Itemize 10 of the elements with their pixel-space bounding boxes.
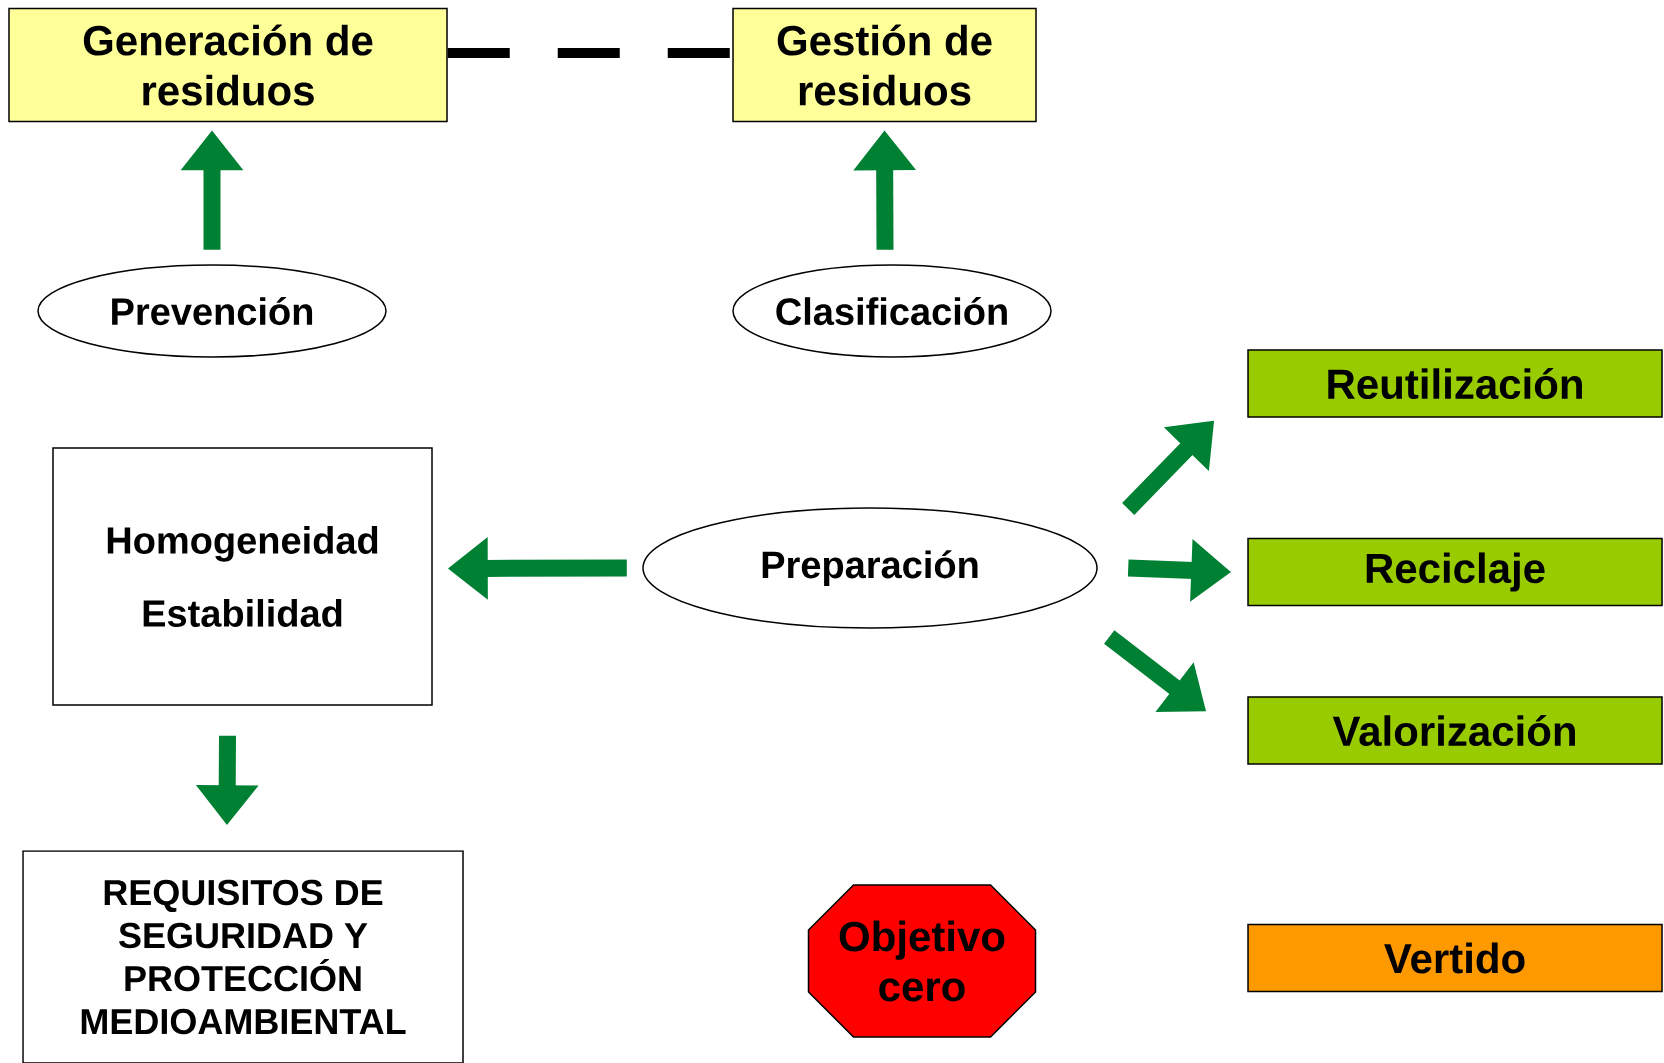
outcome-box: Vertido: [1247, 923, 1663, 993]
outcome-box: Reutilización: [1247, 349, 1663, 418]
requirements-box: REQUISITOS DE SEGURIDAD Y PROTECCIÓN MEDIOAMBIENTAL: [22, 850, 464, 1063]
process-box: Generación de residuos: [8, 7, 448, 123]
stop-octagon: Objetivo cero: [807, 884, 1037, 1038]
outcome-box: Reciclaje: [1247, 537, 1663, 607]
process-box: Gestión de residuos: [732, 7, 1037, 123]
dashed-line: [447, 48, 733, 58]
outcome-box: Valorización: [1247, 696, 1663, 765]
text-box: Homogeneidad Estabilidad: [52, 447, 433, 706]
